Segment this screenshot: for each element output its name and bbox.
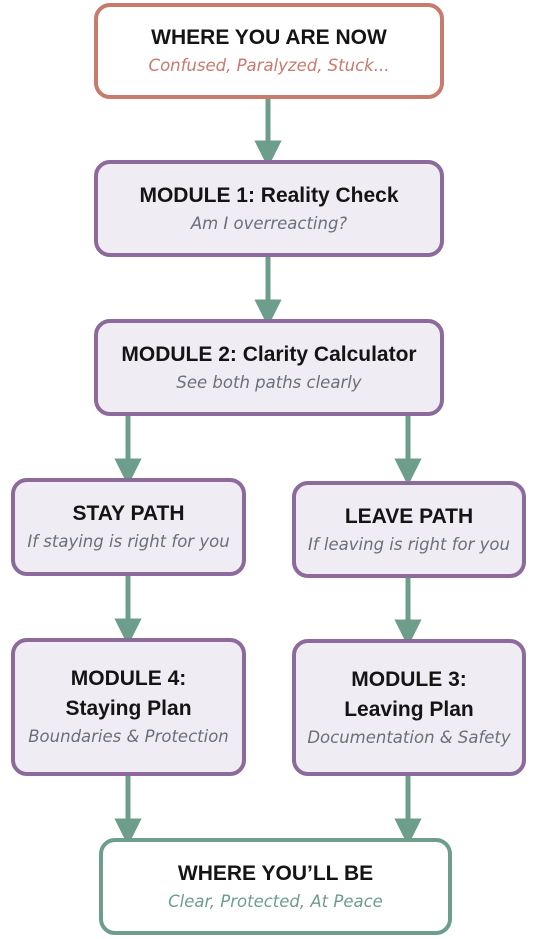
- node-title: MODULE 1: Reality Check: [139, 183, 399, 207]
- node-subtitle: Documentation & Safety: [307, 727, 511, 747]
- node-title: WHERE YOU’LL BE: [177, 861, 374, 885]
- node-leave-path: LEAVE PATH If leaving is right for you: [292, 481, 526, 578]
- node-module-1: MODULE 1: Reality Check Am I overreactin…: [94, 160, 444, 257]
- node-module-2: MODULE 2: Clarity Calculator See both pa…: [94, 319, 444, 416]
- node-subtitle: Am I overreacting?: [190, 213, 348, 233]
- node-subtitle: Boundaries & Protection: [28, 727, 229, 746]
- node-title: MODULE 2: Clarity Calculator: [121, 342, 417, 366]
- node-stay-path: STAY PATH If staying is right for you: [11, 478, 246, 576]
- node-module-3: MODULE 3: Leaving Plan Documentation & S…: [292, 639, 526, 776]
- node-title: WHERE YOU ARE NOW: [151, 26, 387, 49]
- node-where-you-are-now: WHERE YOU ARE NOW Confused, Paralyzed, S…: [94, 3, 444, 99]
- node-subtitle: Confused, Paralyzed, Stuck...: [148, 56, 390, 75]
- node-module-4: MODULE 4: Staying Plan Boundaries & Prot…: [11, 638, 246, 776]
- node-subtitle: Clear, Protected, At Peace: [168, 891, 383, 911]
- node-where-youll-be: WHERE YOU’LL BE Clear, Protected, At Pea…: [99, 838, 452, 935]
- node-title-line-2: Staying Plan: [65, 697, 192, 720]
- node-subtitle: If leaving is right for you: [308, 534, 510, 554]
- node-title: STAY PATH: [72, 502, 185, 525]
- node-title: LEAVE PATH: [344, 504, 474, 528]
- node-title-line-2: Leaving Plan: [344, 697, 474, 721]
- node-subtitle: See both paths clearly: [176, 372, 362, 392]
- node-title-line-1: MODULE 3:: [351, 667, 467, 691]
- node-title-line-1: MODULE 4:: [70, 667, 187, 690]
- node-subtitle: If staying is right for you: [27, 532, 230, 551]
